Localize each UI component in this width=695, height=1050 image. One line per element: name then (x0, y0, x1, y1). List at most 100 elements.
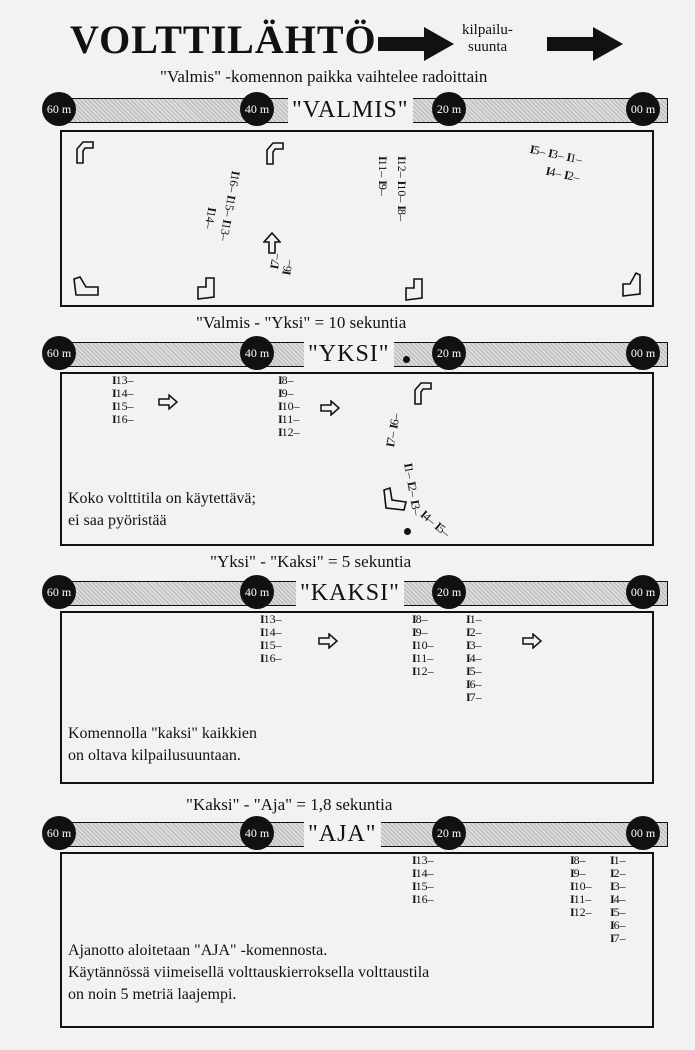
right-outline-arrow-icon (522, 633, 542, 649)
skater: I5– (466, 664, 482, 678)
skater: I4– (466, 651, 482, 665)
skater: I13– (112, 373, 134, 387)
skater: I11– (278, 412, 300, 426)
note: Komennolla "kaksi" kaikkien on oltava ki… (68, 723, 257, 767)
skater: I2– (562, 167, 581, 185)
direction-label: kilpailu- suunta (462, 22, 513, 56)
marker-60m: 60 m (42, 816, 76, 850)
caption-valmis: "Valmis" -komennon paikka vaihtelee rado… (160, 67, 488, 86)
direction-label-line-1: kilpailu- (462, 22, 513, 38)
start-position-dot (404, 528, 411, 535)
skater: I13– (260, 612, 282, 626)
caption-yksi: "Valmis - "Yksi" = 10 sekuntia (196, 313, 407, 332)
skater: I8– (570, 853, 586, 867)
panel-aja: 60 m 40 m 20 m 00 m "AJA" I13– I14– I15–… (36, 816, 668, 1031)
bent-arrow-icon (622, 271, 641, 297)
skater-group-8-12: I8– I9– I10– I11– I12– (570, 854, 592, 919)
skater: I6– (466, 677, 482, 691)
caption-aja: "Kaksi" - "Aja" = 1,8 sekuntia (186, 795, 393, 814)
marker-40m: 40 m (240, 92, 274, 126)
skater: I12– (412, 664, 434, 678)
marker-40m: 40 m (240, 816, 274, 850)
skater: I14– (112, 386, 134, 400)
note-line: Ajanotto aloitetaan "AJA" -komennosta. (68, 942, 328, 959)
right-outline-arrow-icon (318, 633, 338, 649)
right-outline-arrow-icon (158, 394, 178, 410)
skater: I9– (278, 386, 294, 400)
bent-arrow-icon (414, 382, 432, 405)
skater: I16– (412, 892, 434, 906)
skater: I12– I10– I8– (395, 156, 409, 222)
skater: I11– (570, 892, 592, 906)
skater: I7– (610, 931, 626, 945)
skater: I12– (570, 905, 592, 919)
volt-area (60, 611, 654, 784)
marker-20m: 20 m (432, 92, 466, 126)
note-line: ei saa pyöristää (68, 512, 167, 529)
note: Ajanotto aloitetaan "AJA" -komennosta. K… (68, 940, 429, 1006)
note-line: Komennolla "kaksi" kaikkien (68, 725, 258, 742)
skater: I8– (412, 612, 428, 626)
marker-60m: 60 m (42, 575, 76, 609)
skater-group-8-12: I8– I9– I10– I11– I12– (412, 613, 434, 678)
skater: I1– (610, 853, 626, 867)
skater: I14– (412, 866, 434, 880)
skater: I11– (412, 651, 434, 665)
marker-60m: 60 m (42, 92, 76, 126)
skater: I8– (278, 373, 294, 387)
bent-arrow-icon (266, 142, 284, 165)
right-outline-arrow-icon (320, 400, 340, 416)
direction-arrow-icon-2 (547, 27, 623, 61)
note-line: on oltava kilpailusuuntaan. (68, 747, 241, 764)
skater: I15– (260, 638, 282, 652)
skater: I15– (412, 879, 434, 893)
command-position-dot (403, 356, 410, 363)
panel-kaksi: 60 m 40 m 20 m 00 m "KAKSI" I13– I14– I1… (36, 575, 668, 787)
bent-arrow-icon (383, 486, 407, 511)
skater-group-1-7: I1– I2– I3– I4– I5– I6– I7– (610, 854, 626, 945)
skater: I15– (112, 399, 134, 413)
marker-20m: 20 m (432, 816, 466, 850)
skater: I16– (112, 412, 134, 426)
skater: I4– (610, 892, 626, 906)
marker-40m: 40 m (240, 575, 274, 609)
skater: I9– (570, 866, 586, 880)
skater-group-1-7: I1– I2– I3– I4– I5– I6– I7– (466, 613, 482, 704)
skater-group-13-16: I13– I14– I15– I16– (260, 613, 282, 665)
skater: I16– (260, 651, 282, 665)
skater: I1– (466, 612, 482, 626)
skater: I10– (570, 879, 592, 893)
skater: I10– (278, 399, 300, 413)
bent-arrow-icon (76, 141, 94, 164)
skater: I2– (466, 625, 482, 639)
skater: I12– (278, 425, 300, 439)
marker-20m: 20 m (432, 336, 466, 370)
bent-arrow-icon (197, 277, 215, 300)
command-label: "YKSI" (304, 341, 394, 367)
volt-area (60, 130, 654, 307)
marker-00m: 00 m (626, 336, 660, 370)
skater: I10– (412, 638, 434, 652)
skater: I7– (466, 690, 482, 704)
note: Koko volttitila on käytettävä; ei saa py… (68, 488, 256, 532)
marker-00m: 00 m (626, 92, 660, 126)
skater: I1– (565, 149, 584, 167)
note-line: Koko volttitila on käytettävä; (68, 490, 256, 507)
skater: I13– (412, 853, 434, 867)
main-title: VOLTTILÄHTÖ (70, 17, 377, 62)
skater-group-13-16: I13– I14– I15– I16– (112, 374, 134, 426)
up-arrow-icon (263, 232, 281, 254)
command-label: "KAKSI" (296, 580, 404, 606)
command-label: "AJA" (304, 821, 381, 847)
command-label: "VALMIS" (288, 97, 413, 123)
marker-60m: 60 m (42, 336, 76, 370)
marker-00m: 00 m (626, 816, 660, 850)
skater: I2– (610, 866, 626, 880)
bent-arrow-icon (73, 276, 99, 296)
skater: I6– (610, 918, 626, 932)
skater-group-mid: I12– I10– I8– I11– I9– (376, 156, 409, 222)
skater: I11– I9– (376, 156, 390, 196)
volt-area (60, 852, 654, 1028)
marker-00m: 00 m (626, 575, 660, 609)
